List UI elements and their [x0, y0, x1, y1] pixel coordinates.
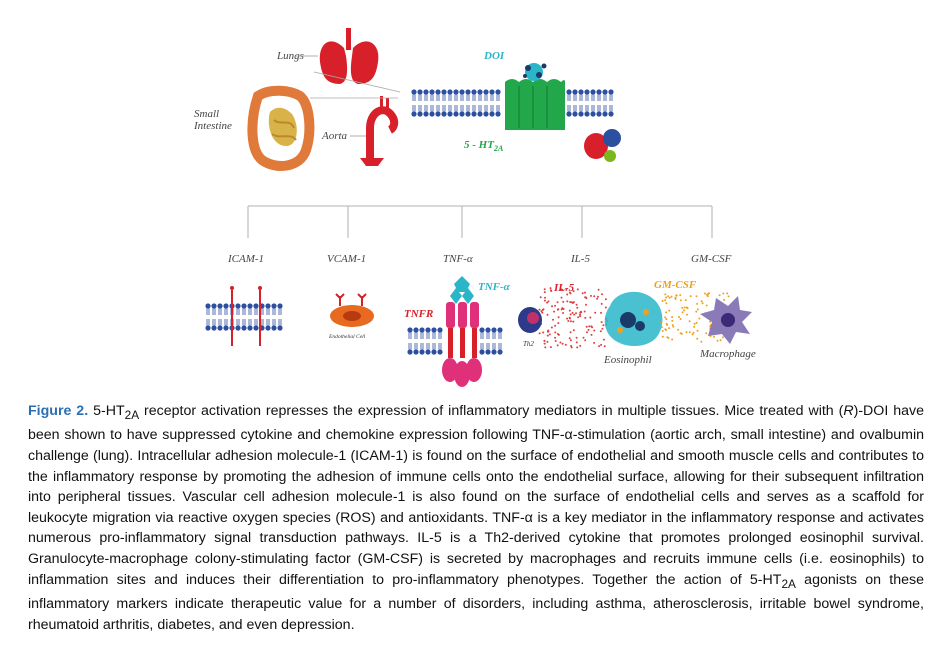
label-gm-csf: GM-CSF: [691, 253, 732, 265]
caption-italic: R: [843, 403, 854, 419]
label-tnf-alpha: TNF-α: [443, 253, 473, 265]
figure-illustration: Lungs Small Intestine Aorta DOI: [193, 28, 756, 387]
5ht2a-receptor-icon: [505, 79, 565, 130]
tnf-membrane-icon: [406, 326, 504, 356]
caption-subscript: 2A: [781, 576, 796, 591]
label-gmcsf-cell: GM-CSF: [654, 279, 697, 291]
caption-text: 5-HT: [88, 403, 125, 419]
icam-membrane-icon: [204, 302, 284, 332]
label-intestine: Intestine: [193, 120, 232, 132]
label-il5-cell: IL-5: [553, 282, 575, 294]
label-lungs: Lungs: [276, 50, 304, 62]
caption-text: agonists on these inflammatory markers i…: [28, 571, 925, 633]
label-vcam-1: VCAM-1: [327, 253, 366, 265]
eosinophil-icon: [604, 291, 663, 347]
aorta-icon: [360, 96, 399, 166]
caption-text: receptor activation represses the expres…: [139, 403, 844, 419]
label-tnf-alpha-ligand: TNF-α: [478, 281, 511, 293]
g-protein-icon: [584, 129, 621, 162]
label-endothelial-cell: Endothelial Cell: [328, 334, 366, 340]
arrow-line: [313, 71, 401, 93]
label-doi: DOI: [483, 50, 505, 62]
caption-text: )-DOI have been shown to have suppressed…: [28, 403, 924, 588]
label-receptor: 5 - HT2A: [464, 139, 504, 153]
lungs-icon: [319, 28, 379, 84]
caption-subscript: 2A: [124, 407, 140, 422]
connector-tree: [247, 205, 713, 238]
figure-label: Figure 2.: [28, 403, 89, 419]
icam-protein-icon: [230, 286, 262, 346]
label-tnfr: TNFR: [404, 308, 433, 320]
label-icam-1: ICAM-1: [227, 253, 264, 265]
endothelial-cell-icon: [330, 293, 374, 327]
label-macrophage: Macrophage: [699, 348, 756, 360]
label-small: Small: [194, 108, 219, 120]
th2-cell-icon: [518, 307, 542, 333]
label-eosinophil: Eosinophil: [603, 354, 652, 366]
figure-caption: Figure 2. 5-HT2A receptor activation rep…: [28, 401, 924, 635]
mediator-labels: ICAM-1 VCAM-1 TNF-α IL-5 GM-CSF: [227, 253, 732, 265]
label-il-5: IL-5: [570, 253, 590, 265]
macrophage-icon: [700, 296, 752, 344]
label-th2: Th2: [523, 340, 534, 348]
doi-ligand-icon: [523, 63, 547, 81]
tnfr-receptor-icon: [442, 276, 482, 387]
figure-svg: Lungs Small Intestine Aorta DOI: [193, 28, 756, 387]
il5-particles: [538, 287, 609, 349]
intestine-icon: [247, 85, 315, 171]
label-aorta: Aorta: [321, 130, 348, 142]
